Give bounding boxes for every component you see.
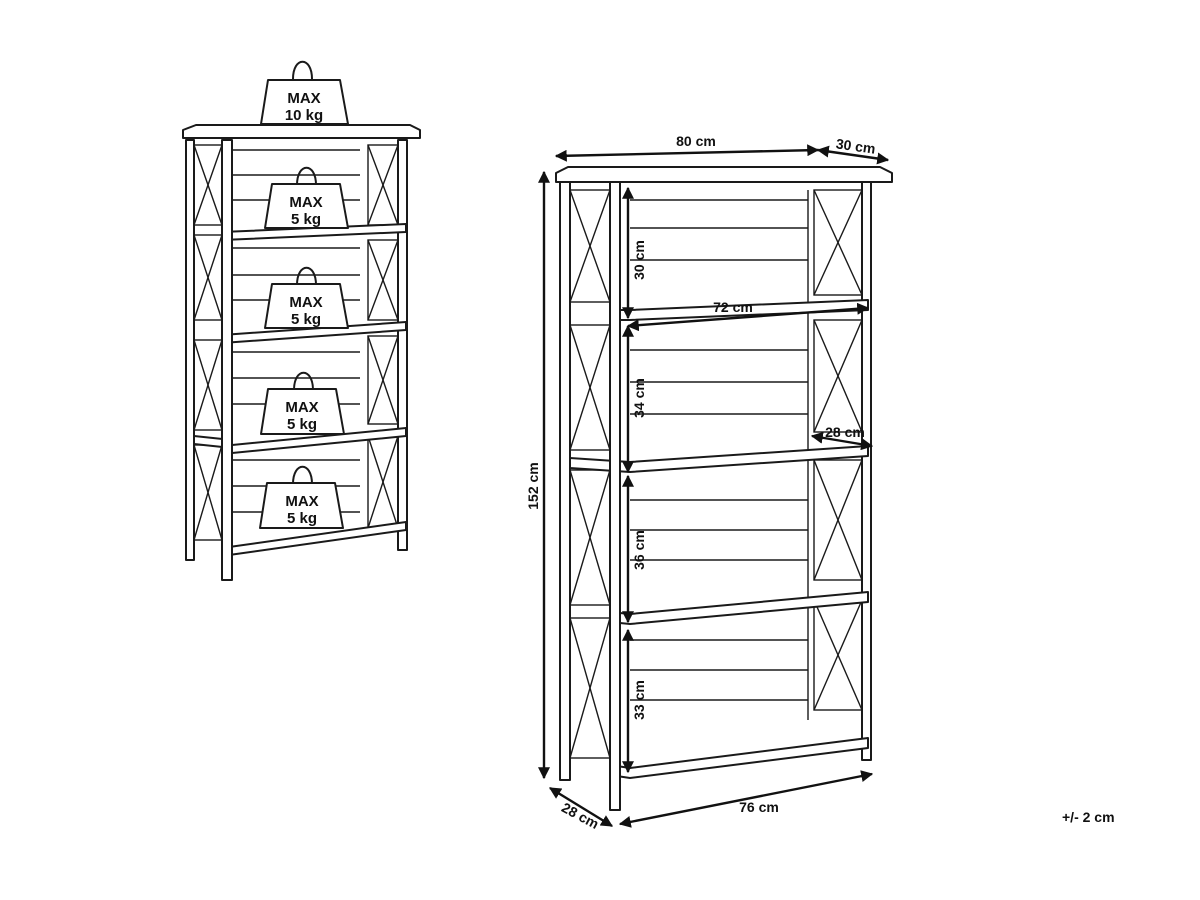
weight-label-line2: 5 kg: [287, 510, 317, 527]
dim-shelf-depth: 28 cm: [825, 424, 865, 440]
dimension-lines: [538, 144, 890, 828]
dim-shelf-gap-1: 30 cm: [631, 240, 647, 280]
dim-inner-width: 72 cm: [713, 299, 753, 315]
weight-label-line1: MAX: [285, 399, 318, 416]
dim-top-depth: 30 cm: [835, 135, 877, 156]
dim-base-depth: 28 cm: [559, 799, 602, 832]
left-x-panels-right: [569, 189, 611, 759]
dimensioned-shelf: [555, 166, 893, 811]
dim-shelf-gap-3: 36 cm: [631, 530, 647, 570]
shelves: [193, 223, 407, 557]
weight-label-line2: 5 kg: [291, 211, 321, 228]
weight-max-5kg-3: MAX 5 kg: [260, 371, 345, 435]
weight-label-line1: MAX: [287, 90, 320, 107]
weight-max-5kg-1: MAX 5 kg: [264, 166, 349, 229]
dim-total-height: 152 cm: [525, 462, 541, 509]
dim-top-width: 80 cm: [676, 133, 716, 149]
weight-label-line2: 5 kg: [291, 311, 321, 328]
weight-label-line1: MAX: [289, 294, 322, 311]
weight-max-5kg-4: MAX 5 kg: [259, 465, 344, 529]
weight-label-line1: MAX: [285, 493, 318, 510]
weight-max-10kg: MAX 10 kg: [260, 60, 349, 125]
weight-label-line2: 5 kg: [287, 416, 317, 433]
dim-shelf-gap-4: 33 cm: [631, 680, 647, 720]
load-capacity-shelf: [182, 124, 421, 581]
dim-base-width: 76 cm: [739, 799, 779, 815]
tolerance-note: +/- 2 cm: [1062, 809, 1115, 825]
weight-label-line2: 10 kg: [285, 107, 323, 124]
back-slats-right: [630, 190, 809, 720]
right-x-panels: [367, 144, 399, 529]
left-x-panels: [193, 144, 223, 541]
weight-label-line1: MAX: [289, 194, 322, 211]
dim-shelf-gap-2: 34 cm: [631, 378, 647, 418]
weight-max-5kg-2: MAX 5 kg: [264, 266, 349, 329]
